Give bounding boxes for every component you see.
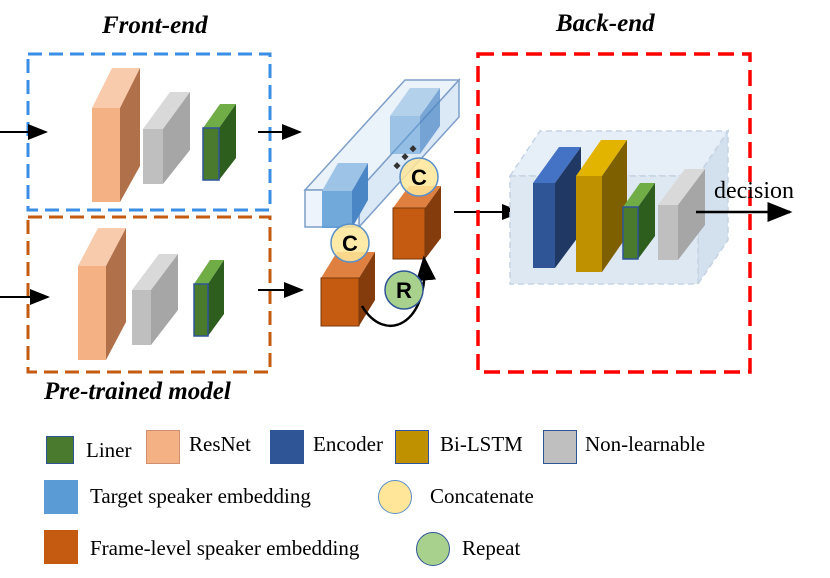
encoder-block xyxy=(533,147,581,268)
target-embedding-cube-1 xyxy=(322,163,368,228)
concatenate-op-upper-symbol: C xyxy=(411,165,427,190)
legend-bilstm-swatch xyxy=(395,430,429,464)
front-end-resnet-block xyxy=(92,68,140,202)
legend-repeat-swatch xyxy=(416,532,450,566)
legend-resnet-label: ResNet xyxy=(189,432,251,456)
legend-liner-label: Liner xyxy=(86,438,132,462)
back-end-title: Back-end xyxy=(556,10,655,37)
pretrained-liner-block xyxy=(193,260,224,337)
concatenate-op-lower: C xyxy=(330,223,370,263)
legend-target-swatch xyxy=(44,480,78,514)
repeat-op-symbol: R xyxy=(396,278,412,303)
pretrained-box xyxy=(26,215,272,374)
sequence-ellipsis xyxy=(393,145,417,170)
pretrained-nonlearnable-block xyxy=(132,254,178,345)
legend-target-label: Target speaker embedding xyxy=(90,484,311,508)
front-end-nonlearnable-block xyxy=(143,92,190,184)
legend-frame-swatch xyxy=(44,530,78,564)
legend-concatenate-swatch xyxy=(378,480,412,514)
frame-embedding-cube-upper xyxy=(392,186,441,260)
decision-label: decision xyxy=(714,178,794,204)
legend-encoder-swatch xyxy=(270,430,304,464)
legend-liner-swatch xyxy=(46,436,74,464)
legend-encoder-label: Encoder xyxy=(313,432,383,456)
front-end-liner-block xyxy=(202,104,236,181)
target-embedding-cube-2 xyxy=(390,88,440,154)
concatenate-op-upper: C xyxy=(399,157,439,197)
back-end-box xyxy=(476,52,752,374)
legend-frame-label: Frame-level speaker embedding xyxy=(90,536,360,560)
legend-resnet-swatch xyxy=(146,430,180,464)
repeat-curved-arrow xyxy=(360,255,436,327)
legend-bilstm-label: Bi-LSTM xyxy=(440,432,523,456)
bilstm-block xyxy=(576,140,627,272)
back-end-liner-block xyxy=(622,183,655,260)
legend-nonlearnable-swatch xyxy=(543,430,577,464)
concatenate-op-lower-symbol: C xyxy=(342,231,358,256)
legend-repeat-label: Repeat xyxy=(462,536,521,560)
legend-concatenate-label: Concatenate xyxy=(430,484,534,508)
repeat-op: R xyxy=(384,270,424,310)
front-end-title: Front-end xyxy=(102,12,208,39)
back-end-nonlearnable-block xyxy=(658,169,705,260)
pretrained-title: Pre-trained model xyxy=(44,378,231,405)
legend-nonlearnable-label: Non-learnable xyxy=(585,432,706,456)
pretrained-resnet-block xyxy=(78,228,126,360)
